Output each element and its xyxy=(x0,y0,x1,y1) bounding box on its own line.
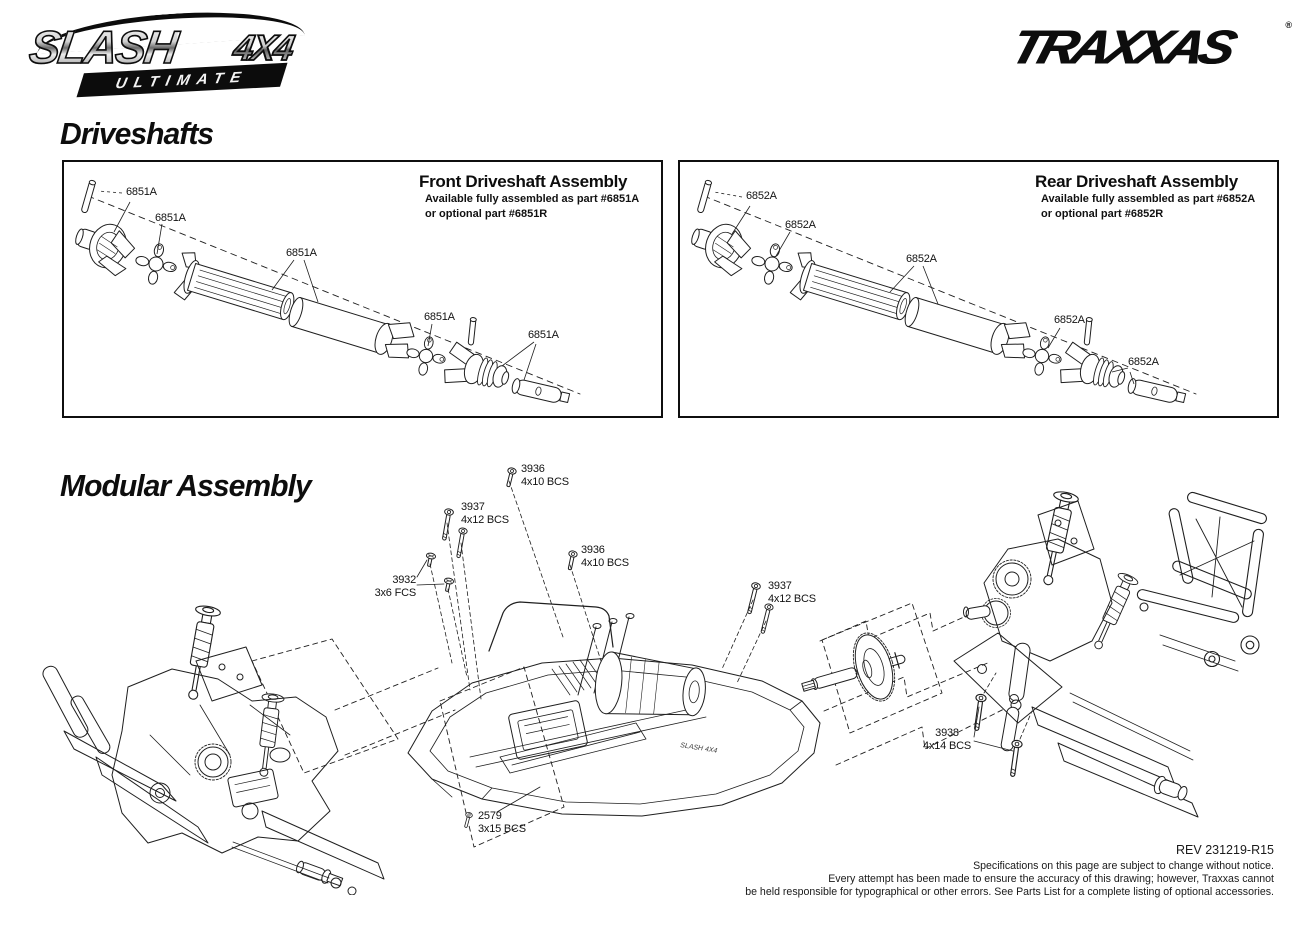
fastener-part-number: 3937 xyxy=(768,580,792,592)
logo-slash-text: SLASH xyxy=(26,20,181,74)
page-footer: REV 231219-R15 Specifications on this pa… xyxy=(745,843,1274,899)
fastener-spec: 4x14 BCS xyxy=(923,739,971,752)
front-driveshaft-box: Front Driveshaft Assembly Available full… xyxy=(62,160,663,418)
part-label: 6851A xyxy=(286,247,317,259)
fastener-spec: 4x12 BCS xyxy=(768,592,816,605)
rear-driveshaft-box: Rear Driveshaft Assembly Available fully… xyxy=(678,160,1279,418)
part-label: 6852A xyxy=(1054,314,1085,326)
fastener-part-number: 3932 xyxy=(392,574,416,586)
rear-box-subtitle-1: Available fully assembled as part #6852A xyxy=(1041,193,1256,205)
fastener-part-number: 2579 xyxy=(478,810,502,822)
fastener-label: 3937 4x12 BCS xyxy=(768,580,816,606)
fastener-spec: 4x12 BCS xyxy=(461,513,509,526)
section-title-modular: Modular Assembly xyxy=(60,468,312,503)
rear-box-header: Rear Driveshaft Assembly Available fully… xyxy=(1035,172,1261,222)
front-box-title: Front Driveshaft Assembly xyxy=(419,172,628,191)
traxxas-logo: TRAXXAS ® xyxy=(1004,20,1292,86)
fastener-spec: 3x6 FCS xyxy=(374,586,417,599)
rear-driveshaft-diagram xyxy=(680,162,1277,416)
fastener-label: 2579 3x15 BCS xyxy=(478,810,526,836)
screw-icon xyxy=(462,811,474,829)
part-label: 6852A xyxy=(906,253,937,265)
revision-number: REV 231219-R15 xyxy=(1176,843,1274,857)
fastener-label: 3937 4x12 BCS xyxy=(461,501,509,527)
logo-4x4-text: 4X4 xyxy=(230,26,297,69)
rear-box-subtitle-2: or optional part #6852R xyxy=(1041,207,1164,220)
fastener-part-number: 3936 xyxy=(521,463,545,475)
part-label: 6851A xyxy=(126,186,157,198)
front-box-subtitle-1: Available fully assembled as part #6851A xyxy=(425,193,640,205)
disclaimer-line: Every attempt has been made to ensure th… xyxy=(828,873,1274,886)
slash-4x4-ultimate-logo: SLASH 4X4 ULTIMATE xyxy=(22,4,332,100)
registered-mark: ® xyxy=(1285,20,1292,30)
traxxas-logo-text: TRAXXAS xyxy=(1004,21,1238,75)
disclaimer-line: be held responsible for typographical or… xyxy=(745,886,1274,899)
part-label: 6851A xyxy=(155,212,186,224)
fastener-label: 3932 3x6 FCS xyxy=(368,574,417,600)
part-label: 6851A xyxy=(528,329,559,341)
chassis-print-text: SLASH 4X4 xyxy=(680,742,718,755)
fastener-label: 3938 4x14 BCS xyxy=(920,727,974,753)
fastener-spec: 3x15 BCS xyxy=(478,822,526,835)
front-shock-icon xyxy=(251,692,285,778)
screw-icon xyxy=(757,602,775,635)
rear-box-title: Rear Driveshaft Assembly xyxy=(1035,172,1238,191)
part-label: 6852A xyxy=(785,219,816,231)
part-label: 6851A xyxy=(424,311,455,323)
screw-icon xyxy=(744,581,762,616)
section-title-driveshafts: Driveshafts xyxy=(60,116,214,151)
screw-icon xyxy=(565,549,579,572)
front-box-header: Front Driveshaft Assembly Available full… xyxy=(419,172,645,222)
rear-shock-icon xyxy=(1086,570,1140,654)
part-label: 6852A xyxy=(1128,356,1159,368)
fastener-spec: 4x10 BCS xyxy=(581,556,629,569)
modular-assembly-diagram: SLASH 4X4 xyxy=(42,466,1267,895)
logo-ultimate-text: ULTIMATE xyxy=(114,68,250,92)
fastener-part-number: 3937 xyxy=(461,501,485,513)
fastener-spec: 4x10 BCS xyxy=(521,475,569,488)
fastener-part-number: 3938 xyxy=(935,727,959,739)
disclaimer-line: Specifications on this page are subject … xyxy=(973,860,1274,872)
front-driveshaft-diagram xyxy=(64,162,661,416)
fastener-label: 3936 4x10 BCS xyxy=(581,544,629,570)
fastener-part-number: 3936 xyxy=(581,544,605,556)
part-label: 6852A xyxy=(746,190,777,202)
front-box-subtitle-2: or optional part #6851R xyxy=(425,207,548,220)
front-shock-icon xyxy=(179,603,222,702)
screw-icon xyxy=(970,693,988,732)
fastener-label: 3936 4x10 BCS xyxy=(521,463,569,489)
